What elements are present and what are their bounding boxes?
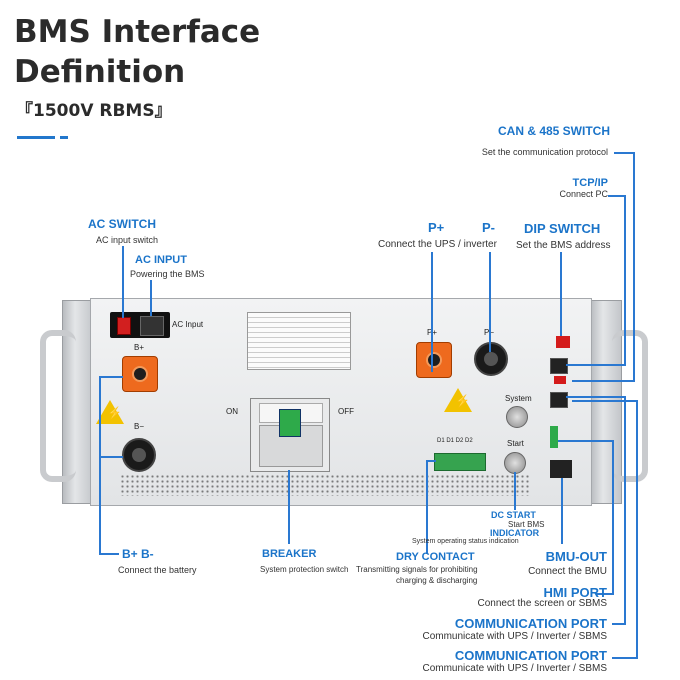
right-handle	[612, 330, 648, 482]
ac-switch[interactable]	[117, 317, 131, 335]
line-can485-v	[633, 152, 635, 382]
left-handle	[40, 330, 76, 482]
page-title: BMS Interface Definition	[14, 12, 260, 92]
line-b-out	[99, 553, 119, 555]
communication-ports[interactable]	[550, 460, 572, 478]
breaker-desc: System protection switch	[260, 565, 349, 574]
line-p-plus	[431, 252, 433, 372]
p-plus-connector[interactable]	[416, 342, 452, 378]
dip-switch[interactable]	[554, 376, 566, 384]
tcpip-title: TCP/IP	[572, 177, 608, 189]
vent-grille	[120, 474, 530, 496]
line-comm2-in	[572, 400, 638, 402]
line-hmi-out	[596, 593, 614, 595]
line-ac-input	[150, 280, 152, 316]
tcpip-port[interactable]	[550, 358, 568, 374]
dry-contact-title: DRY CONTACT	[396, 551, 475, 563]
line-comm1-out	[612, 623, 626, 625]
b-plus-text: B+	[134, 343, 145, 352]
ac-switch-desc: AC input switch	[96, 235, 159, 245]
line-b-bottom	[99, 456, 123, 458]
indicator-desc: System operating status indication	[412, 538, 519, 545]
line-dc-start	[514, 472, 516, 510]
line-can485-in	[572, 380, 635, 382]
ac-switch-title: AC SWITCH	[88, 217, 156, 231]
off-text: OFF	[338, 407, 354, 416]
p-plus-title: P+	[428, 220, 445, 235]
start-text: Start	[507, 439, 524, 448]
hmi-port-desc: Connect the screen or SBMS	[477, 598, 607, 609]
accent-bar	[17, 136, 55, 139]
ac-input-text: AC Input	[172, 320, 204, 329]
comm-port-1-desc: Communicate with UPS / Inverter / SBMS	[422, 631, 607, 642]
line-p-minus	[489, 252, 491, 352]
breaker-switch[interactable]	[250, 398, 330, 472]
comm-port-2-desc: Communicate with UPS / Inverter / SBMS	[422, 663, 607, 674]
line-hmi-in	[558, 440, 614, 442]
line-dry-in	[426, 460, 436, 462]
dc-start-button[interactable]	[504, 452, 526, 474]
bmu-out-port[interactable]	[550, 392, 568, 408]
ac-input-desc: Powering the BMS	[130, 269, 205, 279]
warning-icon: ⚡	[444, 388, 472, 412]
line-hmi-v	[612, 440, 614, 594]
page-subtitle: 『1500V RBMS』	[16, 101, 172, 121]
comm-port-2-title: COMMUNICATION PORT	[454, 648, 607, 663]
p-minus-title: P-	[482, 220, 495, 235]
line-tcpip-v	[624, 195, 626, 365]
dc-start-title: DC START	[491, 510, 536, 520]
ac-input-title: AC INPUT	[135, 254, 187, 266]
b-title: B+ B-	[122, 547, 154, 561]
dry-contact-pins: D1 D1 D2 D2	[437, 438, 473, 444]
line-comm1-v	[624, 396, 626, 624]
line-b-top	[99, 376, 123, 378]
comm-port-1-title: COMMUNICATION PORT	[454, 616, 607, 631]
tcpip-desc: Connect PC	[559, 189, 608, 199]
indicator-title: INDICATOR	[490, 528, 540, 538]
spec-label	[247, 312, 351, 370]
system-text: System	[505, 394, 532, 403]
b-desc: Connect the battery	[118, 565, 197, 575]
line-bmu	[561, 478, 563, 544]
line-comm2-out	[612, 657, 638, 659]
on-text: ON	[226, 407, 238, 416]
dip-switch-desc: Set the BMS address	[516, 240, 611, 251]
breaker-title: BREAKER	[262, 548, 317, 560]
bmu-out-title: BMU-OUT	[545, 549, 607, 564]
line-ac-switch	[122, 246, 124, 318]
line-dip	[560, 252, 562, 336]
line-dry	[426, 460, 428, 554]
line-comm1-in	[566, 396, 626, 398]
hmi-port-title: HMI PORT	[543, 585, 607, 600]
b-minus-text: B−	[134, 422, 145, 431]
dry-contact-desc1: Transmitting signals for prohibiting	[356, 565, 478, 574]
b-minus-connector[interactable]	[122, 438, 156, 472]
hmi-port[interactable]	[550, 426, 558, 448]
p-desc: Connect the UPS / inverter	[378, 239, 497, 250]
line-comm2-v	[636, 400, 638, 658]
ac-input-socket[interactable]	[140, 316, 164, 336]
line-tcpip-h	[608, 195, 625, 197]
dc-start-desc: Start BMS	[508, 520, 545, 529]
dry-contact-desc2: charging & discharging	[396, 576, 478, 585]
title-line-2: Definition	[14, 54, 186, 90]
bmu-out-desc: Connect the BMU	[528, 566, 607, 577]
can485-desc: Set the communication protocol	[481, 147, 608, 157]
line-breaker	[288, 470, 290, 544]
can485-switch[interactable]	[556, 336, 570, 348]
line-tcpip-in	[566, 364, 626, 366]
line-b-v	[99, 376, 101, 554]
p-minus-connector[interactable]	[474, 342, 508, 376]
dip-switch-title: DIP SWITCH	[524, 221, 601, 236]
accent-bar-small	[60, 136, 68, 139]
dry-contact-terminal[interactable]	[434, 453, 486, 471]
line-can485-h	[614, 152, 634, 154]
can485-title: CAN & 485 SWITCH	[497, 124, 610, 138]
b-plus-connector[interactable]	[122, 356, 158, 392]
title-line-1: BMS Interface	[14, 14, 261, 50]
indicator-light	[506, 406, 528, 428]
